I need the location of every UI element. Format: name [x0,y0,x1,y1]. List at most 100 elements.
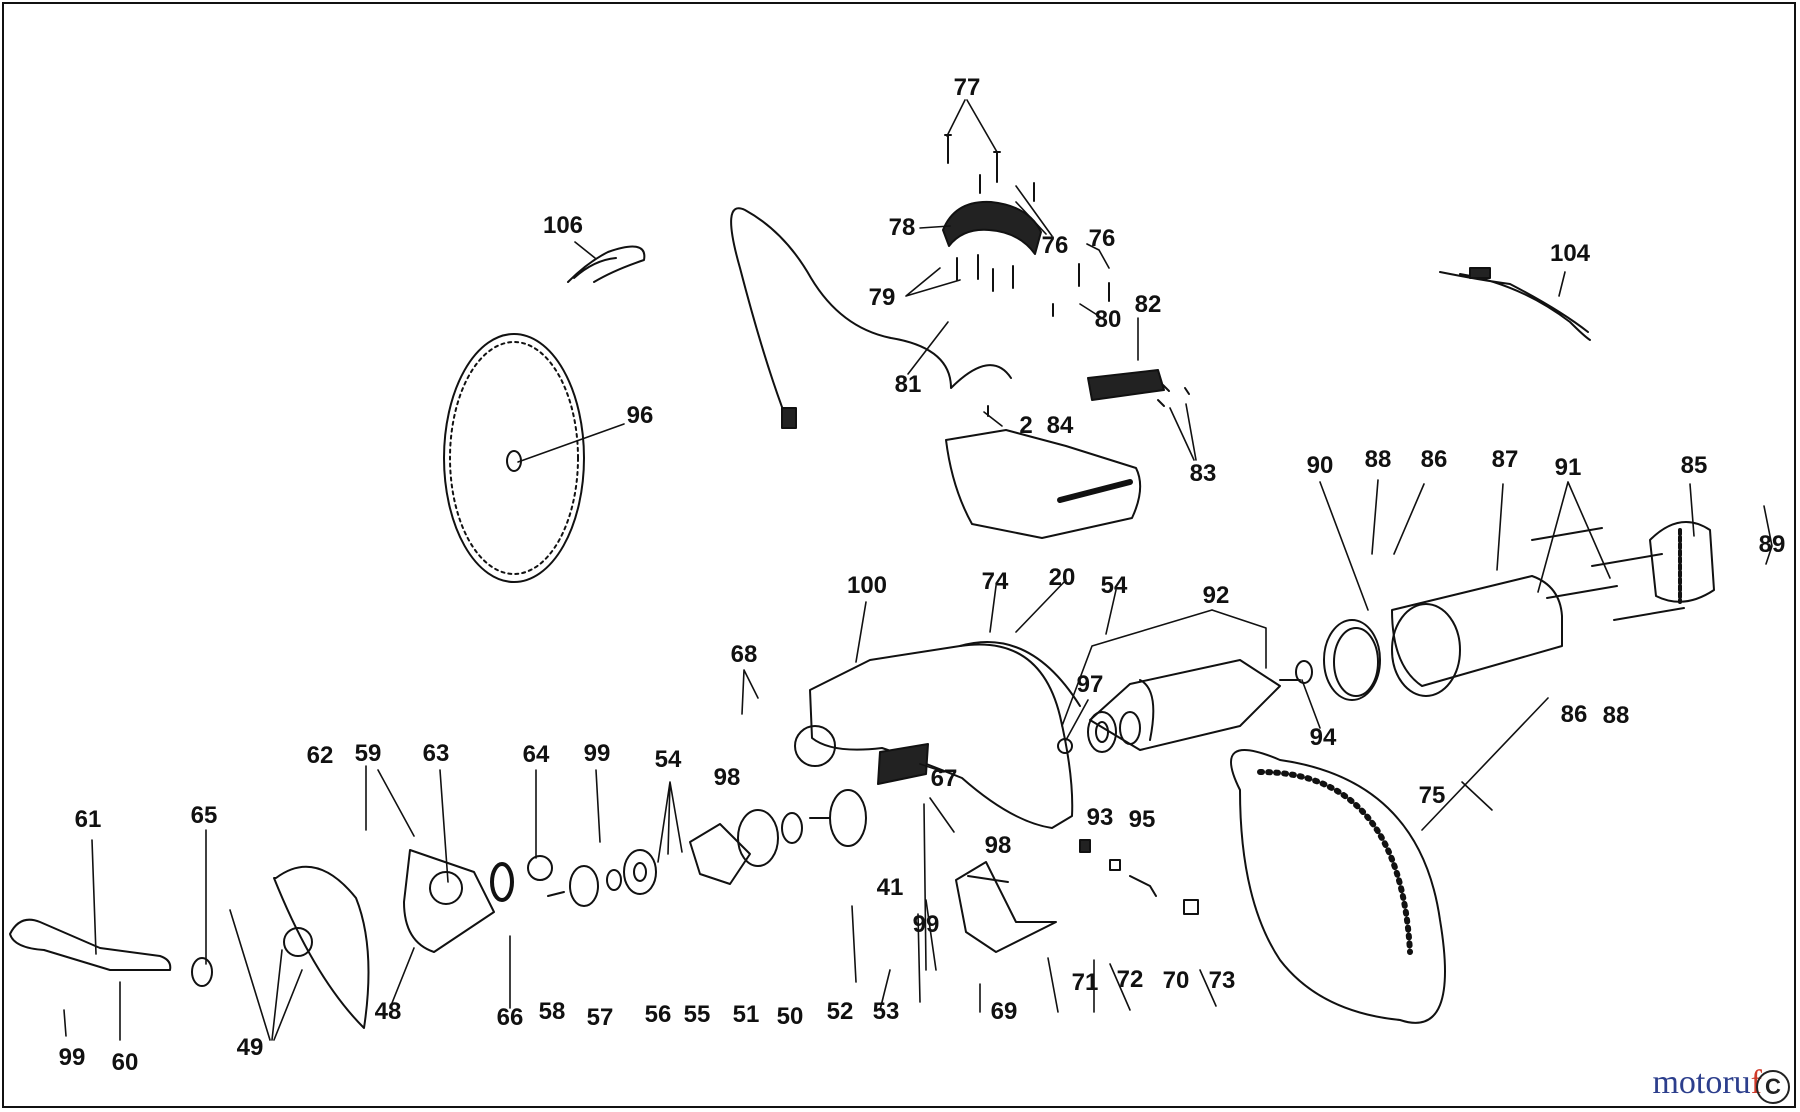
leader-lines [63,99,1773,1041]
part-label-54: 54 [1100,572,1128,599]
part-label-2: 2 [1019,412,1033,439]
part-65-spacer [191,957,213,987]
part-label-82: 82 [1134,291,1162,318]
part-label-49: 49 [236,1034,264,1061]
part-51-spindle-lock [689,823,751,885]
part-58-bolt [547,891,565,897]
part-label-76: 76 [1041,232,1069,259]
part-label-57: 57 [586,1004,614,1031]
part-label-50: 50 [776,1003,804,1030]
part-label-92: 92 [1202,582,1230,609]
part-label-85: 85 [1680,452,1708,479]
part-91-long-screws [1531,527,1685,621]
part-label-95: 95 [1128,806,1156,833]
part-84-handle-housing [945,429,1142,539]
part-label-67: 67 [930,765,958,792]
part-label-86: 86 [1560,701,1588,728]
part-label-104: 104 [1549,240,1591,267]
part-label-86: 86 [1420,446,1448,473]
part-52-bearing [781,812,803,844]
part-label-76: 76 [1088,225,1116,252]
part-label-48: 48 [374,998,402,1025]
part-64-bushing [527,855,553,881]
part-82-switch [1087,369,1165,401]
part-label-75: 75 [1418,782,1446,809]
part-label-77: 77 [953,74,981,101]
part-label-73: 73 [1208,967,1236,994]
part-53-gear [809,789,867,847]
part-label-98: 98 [713,764,741,791]
part-label-97: 97 [1076,671,1104,698]
part-94-bearing [1295,660,1313,684]
part-label-72: 72 [1116,966,1144,993]
part-87-motor-housing [1391,575,1563,697]
part-95-washer [1119,711,1141,745]
part-label-91: 91 [1554,454,1582,481]
part-62-lower-blade-guard [273,865,370,1029]
part-55-flange [623,849,657,895]
part-92-armature [1089,659,1301,751]
part-label-20: 20 [1048,564,1076,591]
part-label-80: 80 [1094,306,1122,333]
part-85-end-cap [1649,521,1715,604]
part-label-81: 81 [894,371,922,398]
part-label-96: 96 [626,402,654,429]
part-label-79: 79 [868,284,896,311]
part-81-power-cord [730,207,1012,429]
part-label-60: 60 [111,1049,139,1076]
part-label-65: 65 [190,802,218,829]
part-83-screws [1157,384,1190,407]
part-label-87: 87 [1491,446,1519,473]
part-label-99: 99 [912,911,940,938]
part-label-83: 83 [1189,460,1217,487]
part-56-washer [606,869,622,891]
part-label-52: 52 [826,998,854,1025]
part-label-68: 68 [730,641,758,668]
part-61-guard-lever [9,918,172,971]
part-label-93: 93 [1086,804,1114,831]
part-label-88: 88 [1364,446,1392,473]
part-label-66: 66 [496,1004,524,1031]
part-label-71: 71 [1071,969,1099,996]
part-75-lower-guard [1230,749,1446,1024]
part-50-cover [737,809,779,867]
part-label-78: 78 [888,214,916,241]
part-106-wire-harness [567,245,646,283]
part-90-baffle [1323,619,1381,701]
part-79-screws [956,254,1014,292]
part-label-84: 84 [1046,412,1074,439]
part-76-screws [979,174,1110,302]
part-label-51: 51 [732,1001,760,1028]
part-label-54: 54 [654,746,682,773]
part-97-nut [1057,738,1073,754]
part-label-88: 88 [1602,702,1630,729]
part-57-flange [569,865,599,907]
part-label-74: 74 [981,568,1009,595]
part-label-94: 94 [1309,724,1337,751]
part-label-98: 98 [984,832,1012,859]
copyright-symbol: C [1756,1070,1790,1104]
part-label-99: 99 [583,740,611,767]
part-71-72-70-73-small-parts [1079,839,1199,915]
part-label-64: 64 [522,741,550,768]
part-label-70: 70 [1162,967,1190,994]
part-63-retainer [403,849,495,953]
part-label-41: 41 [876,874,904,901]
part-label-55: 55 [683,1001,711,1028]
part-label-59: 59 [354,740,382,767]
part-label-69: 69 [990,998,1018,1025]
part-96-saw-blade [443,333,585,583]
part-label-58: 58 [538,998,566,1025]
part-104-wire-harness [1439,267,1591,341]
part-78-handle-cover [942,200,1042,255]
part-93-bearing [1087,711,1117,753]
part-label-106: 106 [542,212,584,239]
part-label-63: 63 [422,740,450,767]
part-label-62: 62 [306,742,334,769]
part-label-100: 100 [846,572,888,599]
motoruf-logo: motoruf [1652,1064,1762,1101]
part-69-dust-spout [955,861,1057,953]
part-label-89: 89 [1758,531,1786,558]
part-label-61: 61 [74,806,102,833]
